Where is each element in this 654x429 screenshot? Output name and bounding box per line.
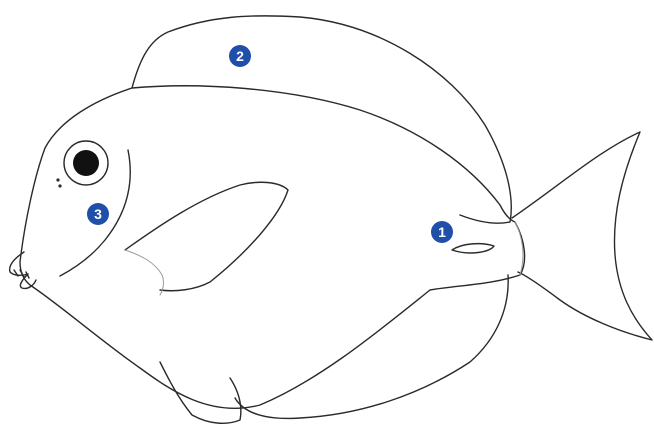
pelvic-fin — [160, 362, 241, 423]
nostril-dot — [56, 178, 59, 181]
pectoral-fin — [125, 182, 288, 290]
anal-fin — [235, 275, 508, 418]
marker-1-label: 1 — [438, 224, 446, 240]
pectoral-fin-base — [125, 250, 163, 295]
caudal-spine — [452, 244, 494, 253]
fish-body — [20, 86, 525, 409]
marker-2-label: 2 — [236, 48, 244, 64]
dorsal-fin — [132, 16, 511, 223]
tail-fin — [512, 132, 652, 340]
peduncle-line — [515, 222, 523, 275]
nostril-dot — [58, 184, 61, 187]
marker-2: 2 — [229, 45, 251, 67]
eye-pupil — [73, 150, 99, 176]
marker-1: 1 — [431, 221, 453, 243]
marker-3: 3 — [87, 203, 109, 225]
marker-3-label: 3 — [94, 206, 102, 222]
